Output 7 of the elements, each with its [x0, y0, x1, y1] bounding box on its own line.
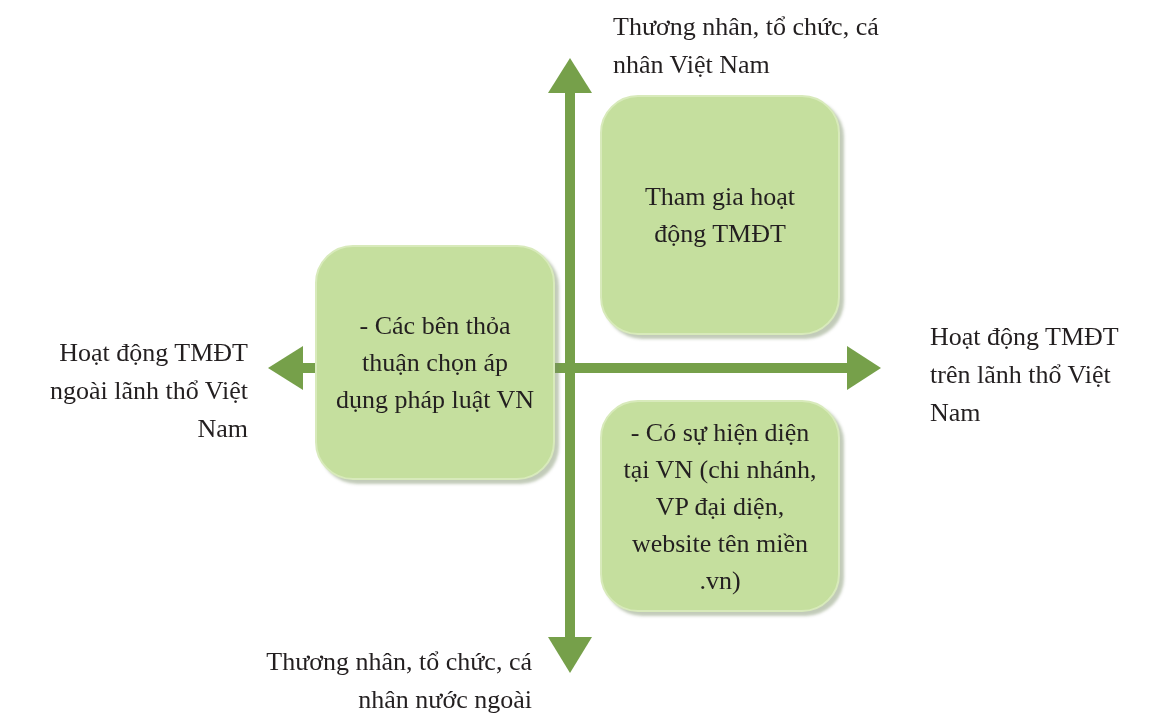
- axis-label: Thương nhân, tổ chức, cá nhân Việt Nam: [613, 11, 880, 81]
- rounded-box: - Các bên thỏa thuận chọn áp dụng pháp luật VN: [315, 245, 555, 480]
- axis-label: Thương nhân, tổ chức, cá nhân nước ngoài: [265, 646, 532, 715]
- axis-label: Hoạt động TMĐT ngoài lãnh thổ Việt Nam: [49, 337, 248, 445]
- rounded-box: - Có sự hiện diện tại VN (chi nhánh, VP đại diện, website tên miền .vn): [600, 400, 840, 612]
- axis-label: Hoạt động TMĐT trên lãnh thổ Việt Nam: [930, 321, 1120, 429]
- rounded-box: Tham gia hoạt động TMĐT: [600, 95, 840, 335]
